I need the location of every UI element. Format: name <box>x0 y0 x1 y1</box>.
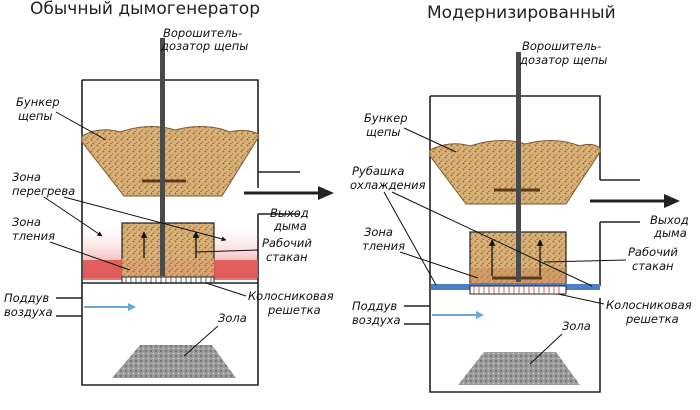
label-stirrer-l1: Ворошитель- <box>163 26 242 40</box>
label-smolder-l1: Зона <box>12 215 41 229</box>
smoke-outlet-arrow-r <box>664 194 680 208</box>
label-air-l2: воздуха <box>4 305 53 319</box>
stirrer-rod-r <box>516 52 521 282</box>
label-air-r2: воздуха <box>352 313 401 327</box>
label-outlet-l1: Выход <box>270 206 309 220</box>
label-grate-r1: Колосниковая <box>606 298 692 312</box>
label-cup-l1: Рабочий <box>262 236 312 250</box>
ash-pile-r <box>458 352 580 385</box>
label-air-l1: Поддув <box>4 291 49 305</box>
label-jacket-r1: Рубашка <box>352 164 404 178</box>
label-grate-l2: решетка <box>267 303 321 317</box>
label-air-r1: Поддув <box>352 299 397 313</box>
title-left: Обычный дымогенератор <box>30 0 260 19</box>
label-smolder-r1: Зона <box>364 225 393 239</box>
label-hopper-r2: щепы <box>366 125 401 139</box>
label-cup-l2: стакан <box>266 250 308 264</box>
label-outlet-r1: Выход <box>650 213 689 227</box>
label-outlet-r2: дыма <box>653 226 687 240</box>
label-outlet-l2: дыма <box>273 219 307 233</box>
generator-right <box>404 52 680 393</box>
label-stirrer-r1: Ворошитель- <box>522 39 601 53</box>
label-ash-r: Зола <box>562 319 591 333</box>
label-cup-r1: Рабочий <box>628 245 678 259</box>
label-heat-l2: перегрева <box>12 184 75 198</box>
smoke-outlet-arrow <box>318 186 334 200</box>
label-hopper-r1: Бункер <box>364 111 408 125</box>
hopper-chips-r <box>429 140 601 205</box>
chamber-wall-left-r <box>429 96 601 393</box>
label-stirrer-r2: дозатор щепы <box>519 53 607 67</box>
label-jacket-r2: охлаждения <box>350 178 426 192</box>
ash-pile <box>112 345 236 378</box>
label-hopper-l1: Бункер <box>16 95 60 109</box>
title-right: Модернизированный <box>427 3 616 23</box>
label-grate-r2: решетка <box>625 312 679 326</box>
chamber-wall-top <box>82 79 259 188</box>
label-hopper-l2: щепы <box>18 109 53 123</box>
hopper-chips <box>81 126 259 197</box>
label-stirrer-l2: дозатор щепы <box>160 39 248 53</box>
stirrer-rod <box>160 38 165 276</box>
label-grate-l1: Колосниковая <box>248 289 334 303</box>
chamber-wall-left <box>81 80 259 386</box>
label-smolder-l2: тления <box>12 229 55 243</box>
generator-left <box>56 38 334 386</box>
grate-r <box>469 285 567 295</box>
label-ash-l: Зола <box>218 311 247 325</box>
label-smolder-r2: тления <box>362 239 405 253</box>
label-cup-r2: стакан <box>632 259 674 273</box>
label-heat-l1: Зона <box>12 170 41 184</box>
